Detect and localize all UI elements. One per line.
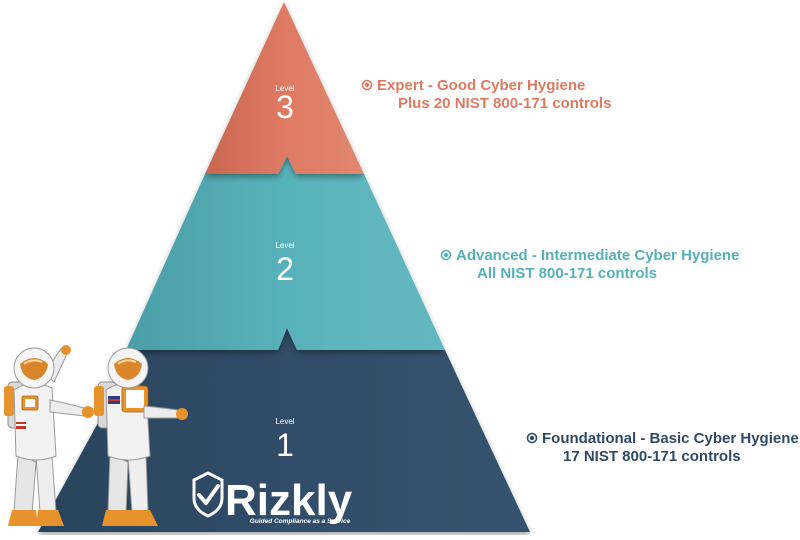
bullet-dot-icon	[443, 252, 449, 258]
legend-level-1-subtitle: 17 NIST 800-171 controls	[563, 448, 741, 465]
level-1-number: 1	[276, 427, 294, 463]
shield-check-icon	[192, 471, 224, 518]
level-2-band	[126, 156, 445, 350]
brand-name: Rizkly	[225, 476, 353, 525]
level-2-number: 2	[276, 251, 294, 287]
legend-level-3-title: Expert - Good Cyber Hygiene	[377, 77, 585, 94]
legend-level-2-title: Advanced - Intermediate Cyber Hygiene	[456, 247, 739, 264]
legend-level-3: Expert - Good Cyber Hygiene Plus 20 NIST…	[361, 77, 611, 112]
bullet-icon	[440, 249, 452, 261]
level-3-band	[205, 2, 364, 174]
pyramid-level-3: Level 3	[205, 2, 364, 174]
level-1-band	[38, 328, 530, 532]
bullet-icon	[361, 79, 373, 91]
level-2-caption: Level	[275, 241, 294, 250]
pyramid-level-2: Level 2	[126, 156, 445, 350]
bullet-dot-icon	[529, 435, 535, 441]
brand-logo: Rizkly Guided Compliance as a Service	[192, 471, 353, 525]
bullet-icon	[526, 432, 538, 444]
pyramid-level-1: Level 1	[38, 328, 530, 532]
bullet-dot-icon	[364, 82, 370, 88]
legend-level-1-title: Foundational - Basic Cyber Hygiene	[542, 430, 799, 447]
level-3-number: 3	[276, 89, 294, 125]
legend-level-2: Advanced - Intermediate Cyber Hygiene Al…	[440, 247, 739, 282]
legend-level-1: Foundational - Basic Cyber Hygiene 17 NI…	[526, 430, 799, 465]
legend-level-3-subtitle: Plus 20 NIST 800-171 controls	[398, 95, 611, 112]
astronaut-icon	[94, 347, 188, 526]
legend-level-2-subtitle: All NIST 800-171 controls	[477, 265, 657, 282]
level-1-caption: Level	[275, 417, 294, 426]
brand-tagline: Guided Compliance as a Service	[250, 518, 351, 525]
astronaut-icon	[4, 345, 94, 526]
level-3-caption: Level	[275, 84, 294, 93]
